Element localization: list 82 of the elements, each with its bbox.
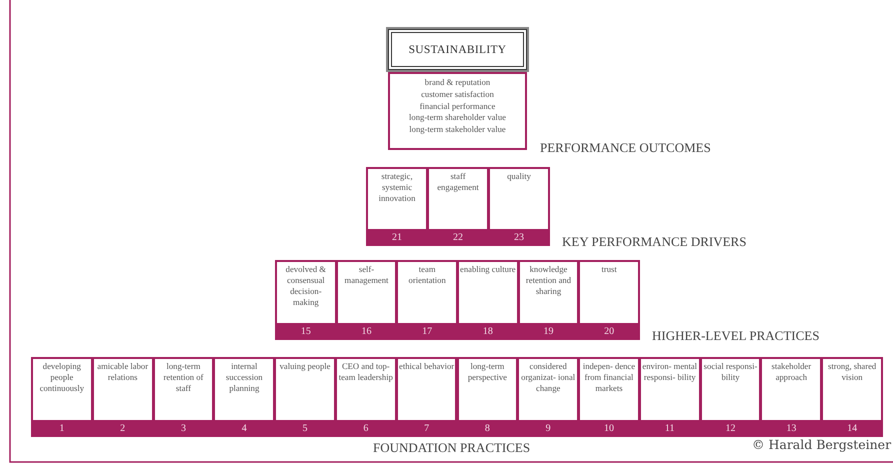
practice-text: valuing people: [278, 361, 332, 372]
practice-text: long-term retention of staff: [162, 361, 204, 394]
practice-text: devolved & consensual decision- making: [284, 264, 327, 308]
outcome-text: brand & reputation: [424, 77, 492, 89]
practice-text: indepen- dence from financial markets: [582, 361, 636, 394]
number-band: 1: [31, 420, 93, 437]
number-band: 12: [700, 420, 762, 437]
practice-box: [213, 357, 276, 437]
practice-box: [518, 260, 580, 340]
number-band: 16: [336, 323, 398, 340]
practice-text: strong, shared vision: [826, 361, 878, 383]
outcome-text: financial performance: [418, 100, 496, 112]
outcomes-box: [388, 72, 527, 150]
number-band: 23: [488, 229, 550, 246]
level-label: FOUNDATION PRACTICES: [373, 440, 530, 456]
practice-text: considered organizat- ional change: [520, 361, 576, 394]
practice-box: [92, 357, 154, 437]
level-label: HIGHER-LEVEL PRACTICES: [652, 328, 820, 344]
practice-text: strategic, systemic innovation: [378, 171, 416, 204]
practice-text: team orientation: [408, 264, 447, 286]
practice-box: [396, 357, 458, 437]
practice-text: stakeholder approach: [770, 361, 812, 383]
practice-box: [334, 357, 397, 437]
practice-text: long-term perspective: [466, 361, 508, 383]
practice-text: environ- mental responsi- bility: [642, 361, 698, 383]
title-text: SUSTAINABILITY: [408, 44, 506, 56]
practice-box: [275, 260, 337, 340]
number-band: 3: [152, 420, 214, 437]
number-band: 14: [821, 420, 883, 437]
level-label: KEY PERFORMANCE DRIVERS: [562, 234, 746, 250]
practice-text: developing people continuously: [38, 361, 86, 394]
number-band: 13: [760, 420, 822, 437]
practice-box: [456, 357, 518, 437]
practice-text: ethical behavior: [398, 361, 454, 372]
number-band: 19: [518, 323, 580, 340]
practice-box: [578, 357, 640, 437]
practice-box: [336, 260, 398, 340]
practice-box: [396, 260, 458, 340]
practice-box: [31, 357, 93, 437]
practice-box: [488, 167, 550, 246]
number-band: 21: [366, 229, 428, 246]
practice-text: enabling culture: [460, 264, 516, 275]
level-label: PERFORMANCE OUTCOMES: [540, 140, 711, 156]
practice-box: [760, 357, 822, 437]
practice-text: staff engagement: [436, 171, 480, 193]
number-band: 17: [396, 323, 458, 340]
number-band: 18: [457, 323, 519, 340]
number-band: 2: [92, 420, 154, 437]
number-band: 5: [274, 420, 336, 437]
practice-box: [517, 357, 580, 437]
title-box: [388, 29, 527, 70]
practice-box: [457, 260, 519, 340]
practice-text: social responsi- bility: [702, 361, 758, 383]
practice-text: internal succession planning: [224, 361, 264, 394]
practice-box: [578, 260, 640, 340]
practice-box: [274, 357, 336, 437]
practice-text: quality: [506, 171, 532, 182]
practice-box: [366, 167, 428, 246]
number-band: 15: [275, 323, 337, 340]
outcome-text: long-term stakeholder value: [408, 124, 507, 136]
outcome-text: customer satisfaction: [420, 88, 495, 101]
number-band: 10: [578, 420, 640, 437]
number-band: 8: [456, 420, 518, 437]
practice-box: [427, 167, 489, 246]
practice-box: [152, 357, 214, 437]
practice-text: trust: [600, 264, 618, 275]
practice-box: [700, 357, 762, 437]
practice-box: [821, 357, 883, 437]
number-band: 20: [578, 323, 640, 340]
number-band: 22: [427, 229, 489, 246]
practice-text: self- management: [344, 264, 390, 286]
number-band: 7: [396, 420, 458, 437]
number-band: 9: [517, 420, 580, 437]
practice-box: [638, 357, 701, 437]
practice-text: amicable labor relations: [96, 361, 150, 383]
practice-text: CEO and top-team leadership: [338, 361, 394, 383]
number-band: 4: [213, 420, 276, 437]
number-band: 11: [638, 420, 701, 437]
practice-text: knowledge retention and sharing: [524, 264, 572, 297]
outcome-text: long-term shareholder value: [408, 112, 507, 124]
number-band: 6: [334, 420, 397, 437]
copyright-text: © Harald Bergsteiner: [752, 437, 892, 452]
